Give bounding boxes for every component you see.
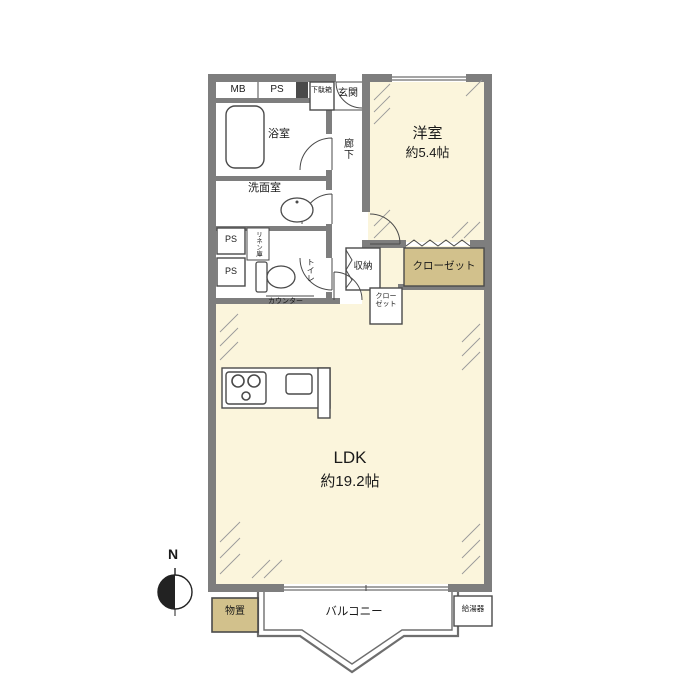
western-room-size: 約5.4帖 bbox=[405, 145, 450, 161]
folding-doors bbox=[345, 239, 471, 289]
label-washroom: 洗面室 bbox=[248, 182, 281, 194]
label-mb: MB bbox=[230, 84, 246, 95]
label-compass-north: N bbox=[168, 546, 179, 562]
casework bbox=[216, 81, 485, 325]
label-toilet: トイレ bbox=[306, 258, 316, 282]
ldk-name: LDK bbox=[333, 448, 367, 467]
windows bbox=[284, 74, 466, 592]
washbasin-icon bbox=[280, 197, 314, 223]
label-water-heater: 給湯器 bbox=[461, 604, 485, 613]
label-balcony: バルコニー bbox=[325, 606, 383, 618]
label-ldk: LDK 約19.2帖 bbox=[270, 448, 430, 490]
kitchen-counter bbox=[221, 367, 331, 419]
label-closet: クローゼット bbox=[412, 260, 476, 272]
balcony-outline bbox=[256, 592, 460, 674]
bathtub-icon bbox=[225, 105, 265, 169]
label-entrance: 玄関 bbox=[338, 88, 358, 99]
label-shed: 物置 bbox=[225, 606, 245, 617]
label-counter: カウンター bbox=[268, 298, 303, 305]
label-shoe-cabinet: 下駄箱 bbox=[311, 87, 332, 94]
label-ps-meter: PS bbox=[270, 84, 284, 95]
shed-box bbox=[211, 597, 259, 633]
label-closet-small: クロー ゼット bbox=[370, 293, 402, 309]
kitchen-sink-icon bbox=[285, 373, 313, 395]
label-ps-upper: PS bbox=[224, 234, 237, 244]
water-heater-box bbox=[453, 595, 493, 627]
label-closet-small-line2: ゼット bbox=[375, 301, 397, 309]
label-storage: 収納 bbox=[353, 261, 373, 272]
label-closet-small-line1: クロー bbox=[375, 293, 397, 300]
stove-icon bbox=[225, 371, 267, 405]
door-arcs bbox=[299, 81, 401, 301]
western-room-name: 洋室 bbox=[412, 125, 443, 142]
compass-icon bbox=[157, 568, 193, 616]
corner-hatching bbox=[219, 79, 483, 579]
label-bathroom: 浴室 bbox=[268, 128, 290, 140]
label-hallway: 廊下 bbox=[341, 138, 353, 160]
label-linen-closet: リネン庫 bbox=[254, 231, 262, 257]
label-ps-lower: PS bbox=[224, 266, 237, 276]
toilet-icon bbox=[255, 261, 296, 293]
label-western-room: 洋室 約5.4帖 bbox=[380, 125, 475, 161]
ldk-size: 約19.2帖 bbox=[320, 472, 380, 490]
